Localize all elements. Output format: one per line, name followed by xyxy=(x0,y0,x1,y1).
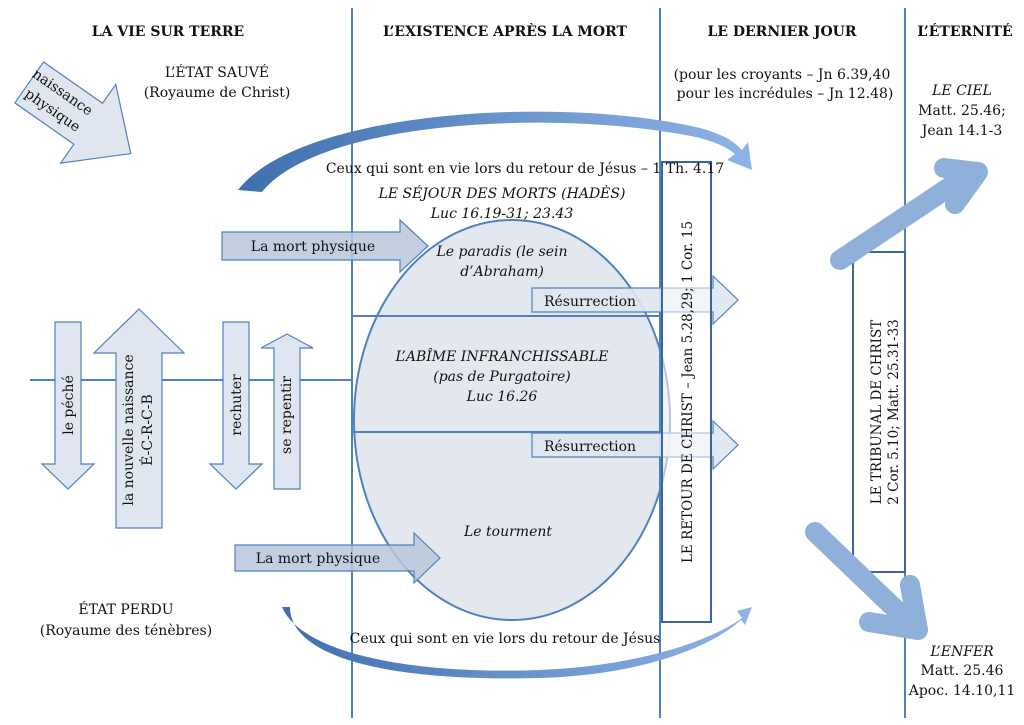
hades-ref: Luc 16.19-31; 23.43 xyxy=(430,206,574,222)
lost-kingdom-label: (Royaume des ténèbres) xyxy=(40,623,212,639)
death-arrow-top-label: La mort physique xyxy=(251,239,375,255)
sin-arrow-label: le péché xyxy=(61,375,77,435)
tribunal-box xyxy=(852,251,906,573)
abyss-ref: Luc 16.26 xyxy=(466,389,538,405)
resurrection-top-label: Résurrection xyxy=(544,294,636,310)
new-birth-arrow xyxy=(92,308,186,529)
death-arrow-top xyxy=(221,218,429,274)
rapture-top-label: Ceux qui sont en vie lors du retour de J… xyxy=(326,161,724,177)
repent-arrow xyxy=(260,333,314,490)
rapture-arrow-top xyxy=(238,111,752,192)
hell-title: L’ENFER xyxy=(929,644,994,660)
saved-state-label: L’ÉTAT SAUVÉ xyxy=(165,63,269,81)
death-arrow-bottom-label: La mort physique xyxy=(256,551,380,567)
tribunal-label-1: LE TRIBUNAL DE CHRIST xyxy=(869,320,885,505)
heaven-ref-1: Matt. 25.46; xyxy=(918,103,1006,119)
birth-arrow xyxy=(14,61,132,164)
heaven-title: LE CIEL xyxy=(931,83,992,99)
last-day-unbelievers: pour les incrédules – Jn 12.48) xyxy=(677,86,894,102)
tribunal-label-2: 2 Cor. 5.10; Matt. 25.31-33 xyxy=(886,319,902,504)
lost-state-label: ÉTAT PERDU xyxy=(78,600,173,618)
paradise-label-1: Le paradis (le sein xyxy=(435,244,567,260)
resurrection-bottom-label: Résurrection xyxy=(544,439,636,455)
abyss-title: L’ABÎME INFRANCHISSABLE xyxy=(394,347,608,365)
header-eternity: L’ÉTERNITÉ xyxy=(917,22,1012,40)
rapture-arrow-bottom xyxy=(282,607,752,679)
death-arrow-bottom xyxy=(234,531,441,585)
header-last-day: LE DERNIER JOUR xyxy=(707,24,856,40)
rapture-bottom-label: Ceux qui sont en vie lors du retour de J… xyxy=(350,631,661,647)
hell-ref-2: Apoc. 14.10,11 xyxy=(908,683,1016,699)
new-birth-label-1: la nouvelle naissance xyxy=(121,354,137,505)
heaven-ref-2: Jean 14.1-3 xyxy=(920,123,1003,139)
header-life-on-earth: LA VIE SUR TERRE xyxy=(92,24,244,40)
torment-label: Le tourment xyxy=(463,524,552,540)
last-day-believers: (pour les croyants – Jn 6.39,40 xyxy=(674,67,891,83)
relapse-arrow-label: rechuter xyxy=(229,374,245,436)
paradise-label-2: d’Abraham) xyxy=(460,264,544,280)
abyss-note: (pas de Purgatoire) xyxy=(433,369,571,385)
hades-title: LE SÉJOUR DES MORTS (HADÈS) xyxy=(378,184,626,202)
heaven-arrow xyxy=(830,158,988,270)
new-birth-label-2: É-C-R-C-B xyxy=(138,394,156,466)
sin-arrow xyxy=(40,321,96,490)
saved-kingdom-label: (Royaume de Christ) xyxy=(144,85,291,101)
return-of-christ-box xyxy=(661,161,712,623)
repent-arrow-label: se repentir xyxy=(279,376,295,454)
hell-ref-1: Matt. 25.46 xyxy=(921,663,1004,679)
relapse-arrow xyxy=(208,321,264,490)
header-after-death: L’EXISTENCE APRÈS LA MORT xyxy=(383,22,627,40)
return-of-christ-label: LE RETOUR DE CHRIST – Jean 5.28,29; 1 Co… xyxy=(680,221,696,563)
hell-arrow xyxy=(805,522,928,640)
